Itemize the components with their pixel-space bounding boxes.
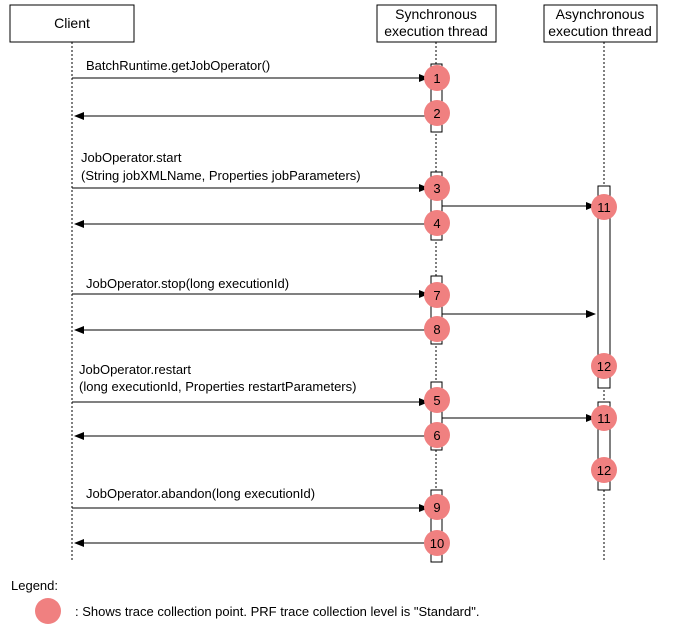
async-thread-label-line1: Asynchronous	[556, 6, 645, 22]
trace-point-2: 2	[424, 100, 450, 126]
svg-text:3: 3	[433, 181, 440, 196]
trace-point-11-second: 11	[591, 405, 617, 431]
trace-point-11-first: 11	[591, 194, 617, 220]
trace-point-5: 5	[424, 387, 450, 413]
message-abandon: JobOperator.abandon(long executionId)	[86, 486, 315, 501]
svg-text:4: 4	[433, 216, 440, 231]
participant-async-thread: Asynchronous execution thread	[543, 4, 658, 43]
trace-point-6: 6	[424, 422, 450, 448]
legend-text: : Shows trace collection point. PRF trac…	[75, 604, 479, 619]
participant-client: Client	[9, 4, 135, 43]
sync-thread-label-line2: execution thread	[384, 23, 488, 39]
trace-point-12-first: 12	[591, 353, 617, 379]
activation-sync-1	[430, 63, 443, 133]
legend-title: Legend:	[11, 578, 58, 593]
trace-point-9: 9	[424, 494, 450, 520]
message-restart-line2: (long executionId, Properties restartPar…	[79, 379, 356, 394]
svg-text:1: 1	[433, 71, 440, 86]
message-restart-line1: JobOperator.restart	[79, 362, 191, 377]
svg-text:10: 10	[430, 536, 444, 551]
svg-text:11: 11	[597, 200, 611, 215]
activation-sync-4	[430, 381, 443, 451]
svg-text:12: 12	[597, 359, 611, 374]
trace-point-7: 7	[424, 282, 450, 308]
svg-text:2: 2	[433, 106, 440, 121]
trace-point-3: 3	[424, 175, 450, 201]
message-start-line1: JobOperator.start	[81, 150, 182, 165]
trace-point-8: 8	[424, 316, 450, 342]
legend-trace-point-icon	[35, 598, 61, 624]
activation-async-1	[597, 185, 611, 389]
async-thread-label-line2: execution thread	[548, 23, 652, 39]
svg-text:6: 6	[433, 428, 440, 443]
message-stop: JobOperator.stop(long executionId)	[86, 276, 289, 291]
trace-point-4: 4	[424, 210, 450, 236]
svg-text:9: 9	[433, 500, 440, 515]
svg-text:8: 8	[433, 322, 440, 337]
trace-point-12-second: 12	[591, 457, 617, 483]
message-get-job-operator: BatchRuntime.getJobOperator()	[86, 58, 270, 73]
trace-point-1: 1	[424, 65, 450, 91]
trace-point-10: 10	[424, 530, 450, 556]
client-label: Client	[54, 15, 90, 31]
svg-text:12: 12	[597, 463, 611, 478]
message-start-line2: (String jobXMLName, Properties jobParame…	[81, 168, 361, 183]
participant-sync-thread: Synchronous execution thread	[376, 4, 497, 43]
svg-text:5: 5	[433, 393, 440, 408]
svg-text:7: 7	[433, 288, 440, 303]
sync-thread-label-line1: Synchronous	[395, 6, 477, 22]
activation-sync-5	[430, 489, 443, 563]
svg-text:11: 11	[597, 411, 611, 426]
activation-sync-3	[430, 275, 443, 345]
